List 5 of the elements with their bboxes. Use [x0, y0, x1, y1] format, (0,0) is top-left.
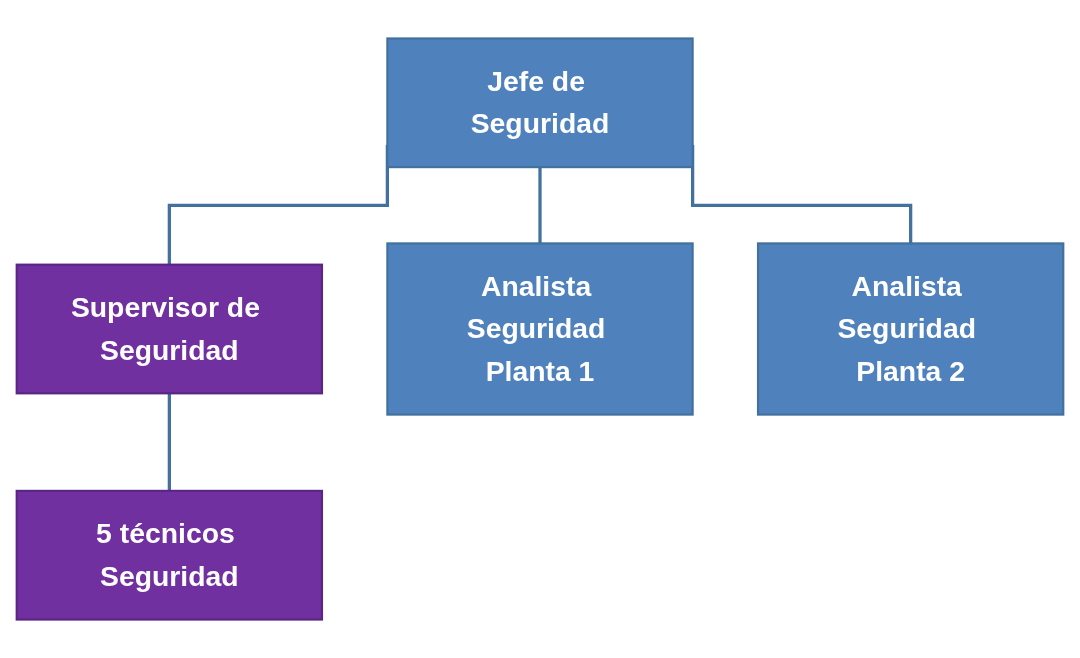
node-box: Analista Seguridad Planta 2: [756, 242, 1065, 416]
node-box: Supervisor de Seguridad: [15, 263, 324, 395]
node-box: Jefe de Seguridad: [386, 37, 694, 169]
node-box: Analista Seguridad Planta 1: [386, 242, 694, 416]
node-box: 5 técnicos Seguridad: [15, 489, 324, 621]
